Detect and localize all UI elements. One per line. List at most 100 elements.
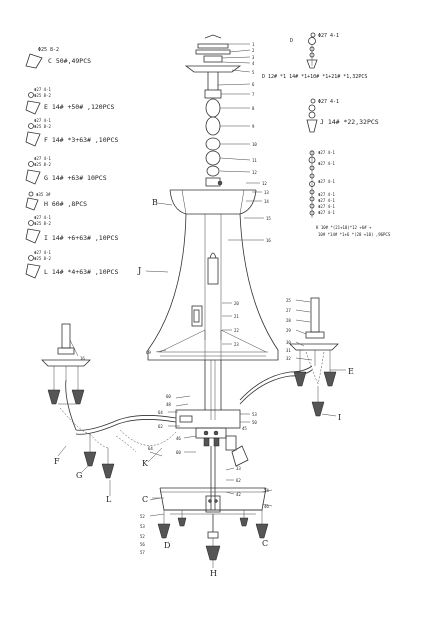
callout-number: 15 [266, 216, 271, 221]
bead-icon [28, 161, 34, 167]
callout-number: 21 [234, 314, 239, 319]
top-callouts: 1 2 3 4 5 6 7 8 9 10 11 12 [217, 42, 257, 175]
callout-number: 25 [286, 298, 291, 303]
legend-l-part2: Φ25 8-2 [34, 256, 51, 261]
crystal-j-icon [306, 119, 318, 133]
callout-number: 1 [252, 42, 255, 47]
bead-icon [309, 173, 315, 179]
crystal-e-icon [25, 100, 41, 115]
legend-e: Φ27 4-1 Φ25 8-2 E 14# +50# ,120PCS [25, 87, 115, 115]
legend-k-part6: Φ27 4-1 [318, 204, 335, 209]
junction-box [175, 409, 241, 429]
legend-g-part1: Φ27 4-1 [34, 156, 51, 161]
label-j: J [137, 266, 141, 275]
screw-icon [217, 180, 223, 186]
callout-number: 23 [234, 342, 239, 347]
bead-icon [308, 111, 316, 119]
left-arm [41, 323, 177, 435]
legend-c: Φ25 8-2 C 50#,49PCS [25, 47, 91, 69]
legend-k-part2: Φ27 4-1 [318, 161, 335, 166]
callout-number: 62 [158, 424, 163, 429]
bead-icon [309, 181, 315, 187]
callout-number: 13 [264, 190, 269, 195]
callout-number: 10 [252, 142, 257, 147]
stem-coupler [205, 177, 221, 187]
legend-g: Φ27 4-1 Φ25 8-2 G 14# +63# 10PCS [25, 156, 107, 185]
glass-bead [205, 116, 221, 136]
legend-h-part1: Φ35 3# [36, 192, 51, 197]
callout-number: 64 [158, 410, 163, 415]
legend-k-part4: Φ27 4-1 [318, 192, 335, 197]
lower-coupler [195, 427, 227, 439]
screw-icon [213, 430, 219, 436]
legend-k-part3: Φ27 4-1 [318, 179, 335, 184]
legend-k-text2: 10# *14# *1+6 *(28 +10) ,96PCS [318, 232, 391, 237]
callout-number: 9 [252, 124, 255, 129]
right-strands [293, 350, 337, 417]
crystal-drop [293, 371, 307, 387]
left-strands [47, 366, 137, 479]
crystal-drop [71, 389, 85, 405]
crystal-drop [83, 451, 97, 467]
ring-frame [159, 487, 267, 511]
legend-d-text: D 12# *1 14# *1+10# *1+21# *1,32PCS [262, 74, 367, 80]
legend-h: Φ35 3# H 60# ,8PCS [25, 191, 87, 211]
legend-k-part5: Φ27 4-1 [318, 198, 335, 203]
bulb-icon [209, 252, 217, 259]
crystal-h-icon [25, 197, 39, 211]
bead-icon [309, 165, 315, 171]
legend-i: Φ27 4-1 Φ25 8-2 I 14# +6+63# ,10PCS [25, 215, 118, 244]
label-c-2: C [262, 539, 268, 548]
legend-e-text: E 14# +50# ,120PCS [44, 103, 115, 111]
mount-plate [197, 43, 229, 49]
legend-c-part: Φ25 8-2 [38, 47, 59, 53]
callout-number: 69 [146, 350, 151, 355]
glass-bead [205, 150, 221, 166]
flower-bead-icon [308, 104, 316, 112]
inner-bracket [191, 305, 203, 327]
callout-number: 33 [236, 466, 241, 471]
legend-i-part1: Φ27 4-1 [34, 215, 51, 220]
crystal-drop [157, 523, 171, 539]
bead-icon [310, 32, 316, 38]
legend-f-text: F 14# *3+63# ,10PCS [44, 136, 118, 144]
legend-k-text1: K 10# *(21+10)*12 +6# + [316, 225, 372, 230]
callout-number: 45 [242, 426, 247, 431]
hook-icon [204, 34, 222, 39]
candle-cup [305, 331, 325, 339]
flower-bead-icon [308, 37, 316, 45]
callout-number: 14 [264, 199, 269, 204]
legend-j-text: J 14# *22,32PCS [320, 118, 379, 126]
label-f: F [54, 457, 60, 466]
lamp-shade [147, 189, 279, 361]
callout-number: 16 [80, 356, 85, 361]
finial-coupler [207, 531, 219, 539]
canopy-cup [184, 65, 242, 73]
callout-number: 53 [252, 412, 257, 417]
bead-icon [309, 203, 315, 209]
label-i: I [338, 413, 341, 422]
crystal-drop [101, 463, 115, 479]
crystal-c-icon [25, 53, 43, 69]
right-arm [239, 297, 339, 405]
callout-number: 27 [286, 308, 291, 313]
legend-k-part1: Φ27 4-1 [318, 150, 335, 155]
callout-number: 62 [236, 478, 241, 483]
shade-bowl-b [169, 189, 257, 215]
label-l: L [106, 495, 112, 504]
legend-c-text: C 50#,49PCS [48, 57, 91, 65]
mount-bar [195, 49, 231, 55]
callout-number: 28 [286, 318, 291, 323]
label-d: D [164, 541, 170, 550]
callout-number: 64 [148, 446, 153, 451]
label-e: E [348, 367, 354, 376]
shade-body-j [147, 213, 279, 361]
bead-icon [309, 196, 315, 202]
label-g: G [76, 471, 82, 480]
crystal-i-icon [25, 228, 41, 244]
callout-number: 6 [252, 82, 255, 87]
legend-k: Φ27 4-1 Φ27 4-1 Φ27 4-1 Φ27 4-1 Φ27 4-1 … [308, 150, 391, 237]
callout-number: 32 [286, 356, 291, 361]
callout-number: 60 [176, 450, 181, 455]
label-c-1: C [142, 495, 148, 504]
